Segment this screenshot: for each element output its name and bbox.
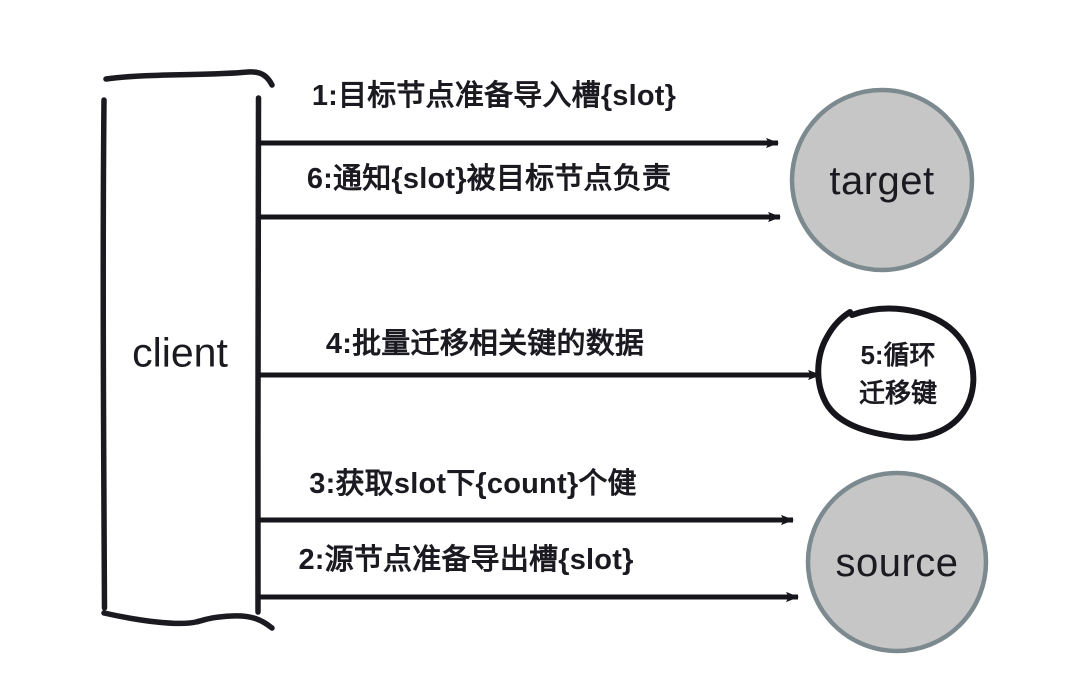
participant-label-client: client (132, 329, 228, 376)
source-node-circle (805, 470, 989, 654)
participant-label-target: target (829, 159, 935, 203)
target-node-circle (789, 87, 975, 273)
loop-note-label: 5:循环 迁移键 (833, 337, 963, 412)
message-label-3: 3:获取slot下{count}个健 (309, 468, 637, 500)
message-label-2: 2:源节点准备导出槽{slot} (298, 544, 634, 576)
message-label-6: 6:通知{slot}被目标节点负责 (306, 163, 672, 195)
message-label-1: 1:目标节点准备导入槽{slot} (311, 80, 677, 112)
loop-note-line-1: 5:循环 (860, 340, 936, 370)
loop-blob-outline (815, 305, 977, 441)
participant-label-source: source (835, 541, 959, 585)
loop-note-line-2: 迁移键 (858, 377, 937, 408)
message-label-4: 4:批量迁移相关键的数据 (325, 328, 645, 360)
client-box (100, 69, 275, 631)
